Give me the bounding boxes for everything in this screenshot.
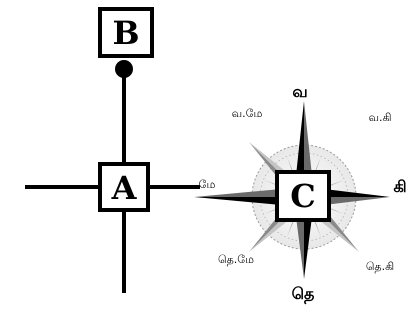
junction-dot bbox=[115, 60, 133, 78]
label-south: தெ bbox=[292, 284, 315, 304]
label-west: மே bbox=[199, 178, 216, 191]
label-south-east: தெ.கி bbox=[366, 260, 394, 273]
box-b-label: B bbox=[112, 14, 139, 52]
box-b: B bbox=[98, 7, 154, 58]
box-c: C bbox=[275, 170, 331, 222]
label-north: வ bbox=[292, 82, 307, 101]
box-a: A bbox=[98, 162, 150, 212]
label-east: கி bbox=[393, 177, 406, 196]
label-south-west: தெ.மே bbox=[218, 253, 254, 266]
label-north-east: வ.கி bbox=[368, 111, 391, 124]
compass-labels: வ தெ கி மே வ.கி வ.மே தெ.கி தெ.மே bbox=[199, 82, 407, 304]
box-a-label: A bbox=[111, 169, 138, 207]
label-north-west: வ.மே bbox=[232, 107, 263, 120]
box-c-label: C bbox=[290, 177, 315, 215]
